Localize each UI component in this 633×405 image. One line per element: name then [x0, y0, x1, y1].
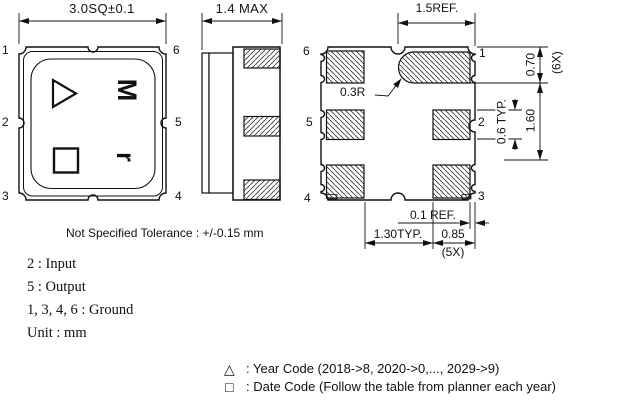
bottom-pin-label-1: 1 [479, 46, 486, 60]
pin-label-5: 5 [175, 115, 182, 129]
pad-width-dim: 0.85 [441, 227, 465, 241]
pad-5 [325, 109, 365, 141]
pad1-length-dim: 1.5REF. [415, 1, 459, 15]
pad-height-dim: 0.70 [523, 52, 538, 77]
pad-3 [432, 164, 471, 199]
corner-radius-dim: 0.3R [340, 85, 366, 99]
pad-2 [432, 109, 471, 141]
bottom-pin-label-6: 6 [303, 44, 310, 58]
edge-gap-dim: 0.1 REF. [409, 208, 457, 222]
pad-4 [325, 164, 365, 199]
top-view [18, 46, 167, 201]
pin2-function-note: 2 : Input [27, 256, 77, 272]
ground-pins-note: 1, 3, 4, 6 : Ground [27, 302, 134, 318]
unit-note: Unit : mm [27, 325, 87, 341]
top-view-inner-line [23, 51, 163, 197]
year-code-note: : Year Code (2018->8, 2020->0,..., 2029-… [246, 361, 500, 376]
bottom-view-outline [320, 46, 476, 201]
corner-metal-right [461, 194, 472, 200]
pad-height-qty: (6X) [549, 51, 564, 74]
pad-width-qty: (5X) [441, 245, 465, 259]
side-view-seam [208, 52, 234, 194]
top-view-size-dim: 3.0SQ±0.1 [69, 1, 135, 16]
year-code-triangle-marking [51, 78, 79, 109]
side-view-pad-top [243, 48, 281, 69]
bottom-view [320, 46, 476, 201]
pad-1 [397, 51, 471, 84]
corner-metal-left [326, 194, 338, 200]
pin-label-2: 2 [2, 115, 9, 129]
tolerance-note: Not Specified Tolerance : +/-0.15 mm [66, 226, 264, 240]
pin5-function-note: 5 : Output [27, 279, 86, 295]
bottom-pin-label-3: 3 [478, 189, 485, 203]
side-view-pad-bottom [243, 179, 281, 201]
marking-letter-m: M [112, 78, 142, 102]
bottom-pin-label-4: 4 [304, 191, 311, 205]
side-view-pad-mid [243, 115, 281, 137]
date-code-square-marking [52, 147, 80, 174]
bottom-pin-label-2: 2 [478, 115, 485, 129]
side-view-lid [201, 52, 210, 194]
side-view-height-dim: 1.4 MAX [215, 1, 269, 16]
bottom-pin-label-5: 5 [306, 115, 313, 129]
pin-label-3: 3 [2, 189, 9, 203]
date-code-note: : Date Code (Follow the table from plann… [246, 379, 556, 394]
pin-label-4: 4 [175, 189, 182, 203]
pin-label-6: 6 [173, 43, 180, 57]
side-view [201, 46, 281, 201]
year-code-triangle-icon: △ [224, 361, 235, 377]
pad2-height-dim: 0.6 TYP. [494, 92, 509, 151]
pad-6 [325, 50, 365, 84]
row-pitch-dim: 1.60 [523, 108, 538, 133]
pin-label-1: 1 [2, 43, 9, 57]
marking-letter-r: r [111, 152, 139, 162]
col-gap-dim: 1.30TYP. [373, 227, 423, 241]
top-view-outline [18, 46, 167, 201]
date-code-square-icon: □ [225, 379, 234, 395]
top-view-cavity-line [30, 58, 156, 190]
dimension-lines [18, 13, 548, 249]
